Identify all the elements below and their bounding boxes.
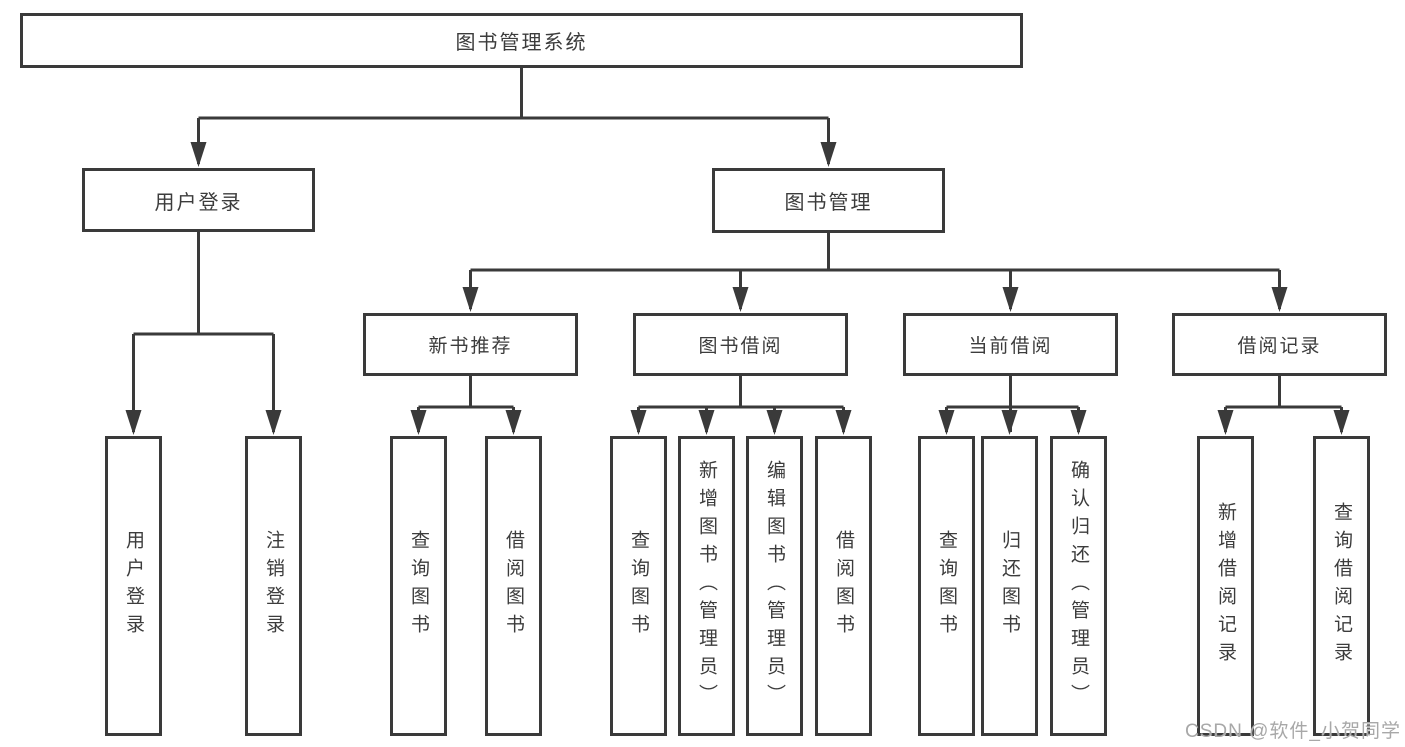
- leaf-add-borrow-record: 新增借阅记录: [1197, 436, 1254, 736]
- node-new-book-recommend: 新书推荐: [363, 313, 578, 376]
- node-label: 查询借阅记录: [1331, 502, 1352, 670]
- leaf-query-book-recommend: 查询图书: [390, 436, 447, 736]
- csdn-watermark: CSDN @软件_小贺同学: [1185, 721, 1401, 742]
- node-label: 用户登录: [154, 191, 243, 214]
- node-book-borrow: 图书借阅: [633, 313, 848, 376]
- node-label: 用户登录: [123, 530, 144, 642]
- leaf-query-book-current: 查询图书: [918, 436, 975, 736]
- leaf-confirm-return-admin: 确认归还（管理员）: [1050, 436, 1107, 736]
- node-label: 借阅记录: [1237, 336, 1322, 357]
- leaf-add-book-admin: 新增图书（管理员）: [678, 436, 735, 736]
- node-root: 图书管理系统: [20, 13, 1023, 68]
- node-label: 查询图书: [628, 530, 649, 642]
- leaf-borrow-book: 借阅图书: [815, 436, 872, 736]
- node-label: 图书借阅: [698, 336, 783, 357]
- node-user-login: 用户登录: [82, 168, 315, 232]
- leaf-borrow-book-recommend: 借阅图书: [485, 436, 542, 736]
- leaf-edit-book-admin: 编辑图书（管理员）: [746, 436, 803, 736]
- leaf-query-borrow-record: 查询借阅记录: [1313, 436, 1370, 736]
- node-label: 当前借阅: [968, 336, 1053, 357]
- leaf-return-book: 归还图书: [981, 436, 1038, 736]
- node-borrow-records: 借阅记录: [1172, 313, 1387, 376]
- node-label: 借阅图书: [833, 530, 854, 642]
- node-label: 图书管理系统: [455, 32, 588, 54]
- node-label: 图书管理: [784, 192, 873, 214]
- leaf-user-login: 用户登录: [105, 436, 162, 736]
- node-label: 查询图书: [408, 530, 429, 642]
- node-label: 编辑图书（管理员）: [764, 460, 785, 712]
- leaf-query-book-borrow: 查询图书: [610, 436, 667, 736]
- node-label: 新增借阅记录: [1215, 502, 1236, 670]
- node-current-borrow: 当前借阅: [903, 313, 1118, 376]
- node-label: 注销登录: [263, 530, 284, 642]
- node-label: 新增图书（管理员）: [696, 460, 717, 712]
- node-book-management: 图书管理: [712, 168, 945, 233]
- node-label: 确认归还（管理员）: [1068, 460, 1089, 712]
- leaf-logout: 注销登录: [245, 436, 302, 736]
- node-label: 借阅图书: [503, 530, 524, 642]
- node-label: 新书推荐: [428, 336, 513, 357]
- node-label: 查询图书: [936, 530, 957, 642]
- node-label: 归还图书: [999, 530, 1020, 642]
